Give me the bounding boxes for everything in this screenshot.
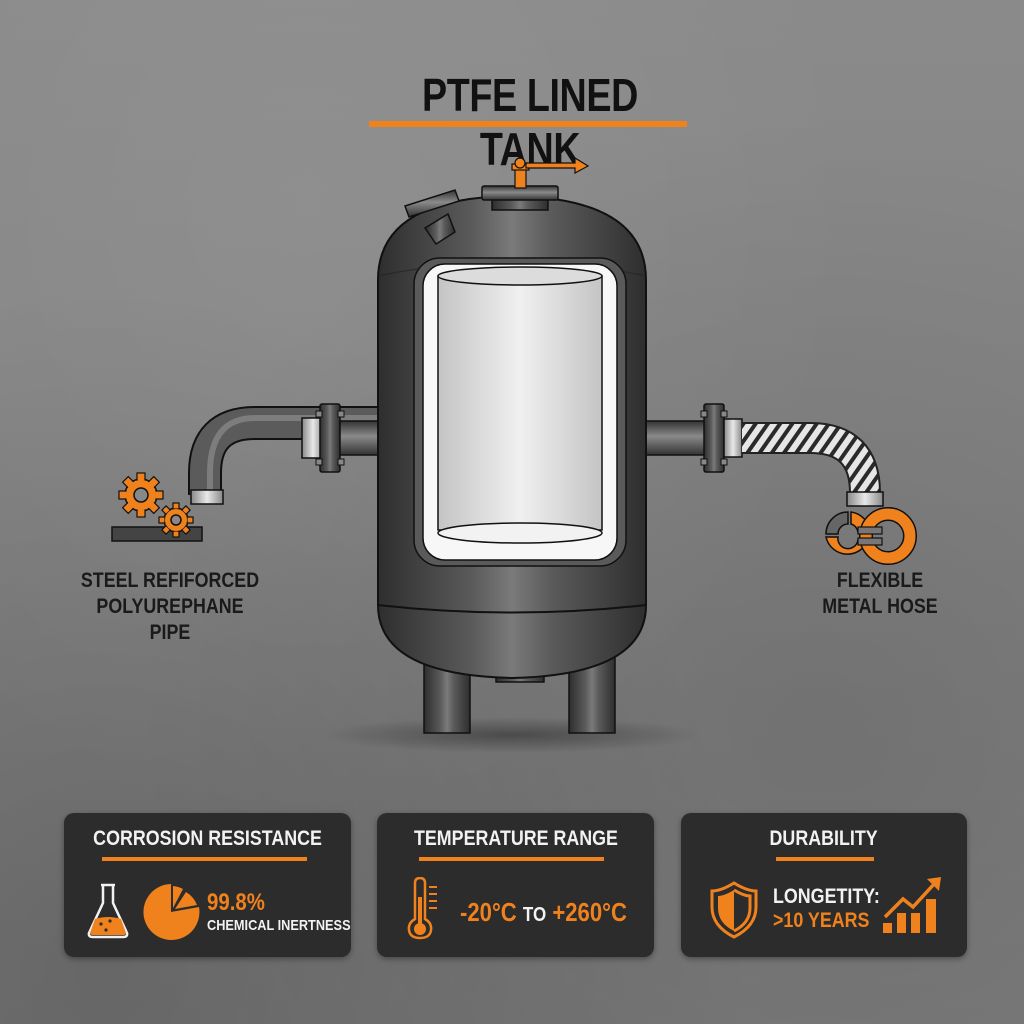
longevity-value: >10 YEARS: [773, 909, 870, 932]
chain-link-icon: [825, 507, 917, 565]
thermometer-icon: [407, 877, 437, 940]
card-title: CORROSION RESISTANCE: [93, 827, 322, 850]
growth-chart-icon: [883, 877, 941, 933]
left-label-line2: POLYUREPHANE PIPE: [96, 595, 244, 644]
top-valve: [511, 156, 590, 189]
corrosion-resistance-card: CORROSION RESISTANCE 99.8% CHEMICAL INER…: [64, 813, 351, 957]
temperature-range-value: -20°C TO +260°C: [460, 897, 656, 928]
top-nozzle-left: [404, 189, 460, 246]
temp-to: TO: [522, 904, 547, 926]
right-label-line2: METAL HOSE: [822, 595, 938, 618]
left-pipe: [188, 403, 381, 505]
shield-icon: [710, 881, 758, 939]
card-title-underline: [776, 857, 874, 861]
longevity-label: LONGETITY:: [773, 885, 880, 908]
card-title: DURABILITY: [769, 827, 879, 850]
right-pipe: [644, 403, 884, 507]
inertness-caption: CHEMICAL INERTNESS: [207, 917, 351, 934]
temp-min: -20°C: [460, 897, 517, 927]
temperature-range-card: TEMPERATURE RANGE -20°C TO +260°C: [377, 813, 654, 957]
left-pipe-label: STEEL REFIFORCED POLYUREPHANE PIPE: [77, 568, 264, 646]
right-hose-label: FLEXIBLE METAL HOSE: [812, 568, 948, 620]
left-label-line1: STEEL REFIFORCED: [80, 569, 260, 592]
durability-card: DURABILITY LONGETITY: >10 YEARS: [681, 813, 967, 957]
ptfe-liner: [413, 257, 627, 567]
card-title-underline: [419, 857, 604, 861]
card-title-underline: [102, 857, 307, 861]
card-title: TEMPERATURE RANGE: [413, 827, 618, 850]
inertness-value: 99.8%: [207, 889, 265, 916]
flask-icon: [87, 883, 129, 939]
temp-max: +260°C: [552, 897, 627, 927]
right-label-line1: FLEXIBLE: [836, 569, 924, 592]
page-title: PTFE LINED TANK: [422, 69, 638, 175]
pie-chart-icon: [143, 884, 200, 940]
title-underline: [369, 121, 687, 127]
gears-icon: [111, 472, 203, 542]
top-manway: [481, 185, 559, 211]
